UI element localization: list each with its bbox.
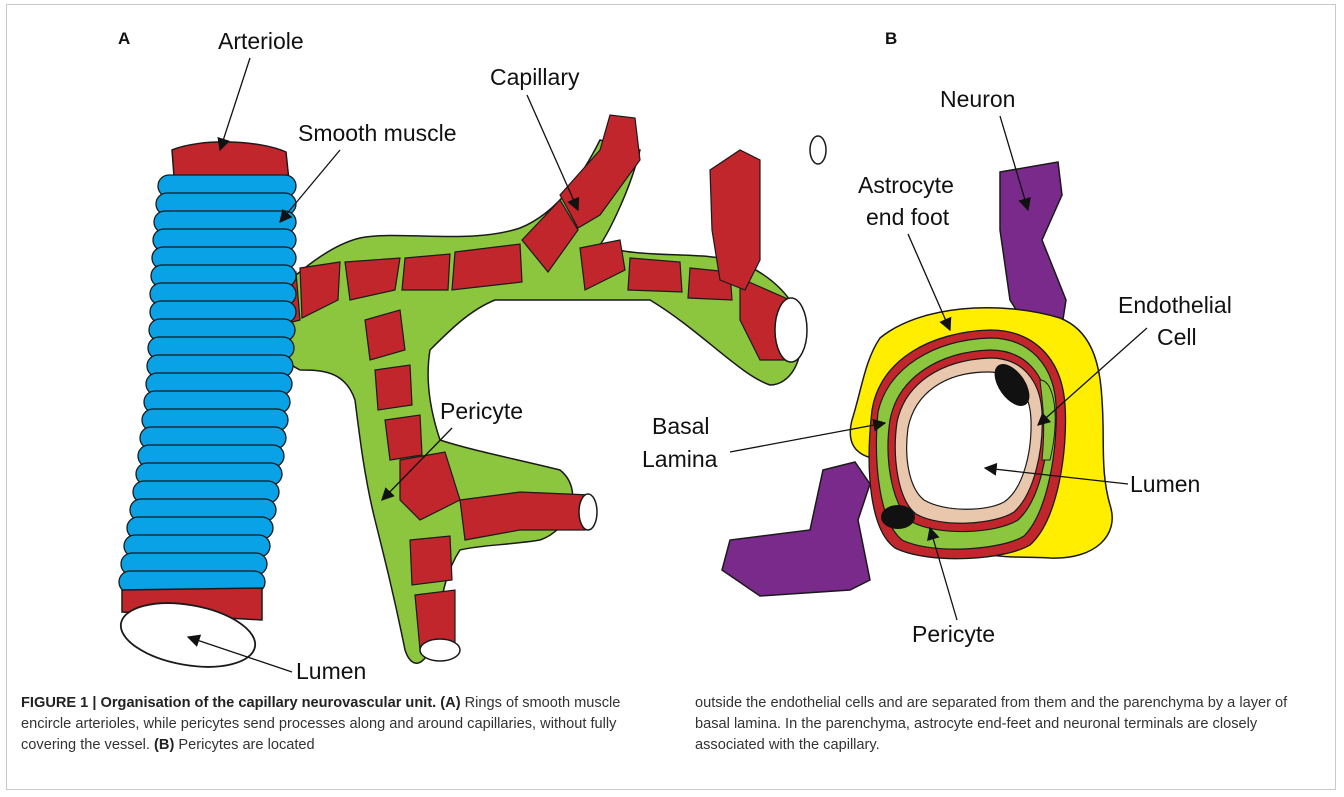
arteriole [116,142,296,676]
caption-right: outside the endothelial cells and are se… [695,693,1325,756]
caption-b-tag: (B) [154,737,174,753]
label-basal-line2: Lamina [642,446,718,472]
panel-b-letter: B [885,29,897,48]
label-smooth-muscle: Smooth muscle [298,120,457,146]
label-endothelial-line1: Endothelial [1118,292,1232,318]
label-neuron: Neuron [940,86,1015,112]
neuron-terminal-top [1000,162,1066,332]
capillary-cross-section [869,330,1065,559]
neuron-terminal-bottom [722,462,870,596]
label-endothelial-line2: Cell [1157,324,1197,350]
label-basal-line1: Basal [652,413,710,439]
label-pericyte-a: Pericyte [440,398,523,424]
label-lumen-a: Lumen [296,658,366,684]
label-pericyte-b: Pericyte [912,621,995,647]
label-astrocyte-line2: end foot [866,204,950,230]
caption-b-text-left: Pericytes are located [178,737,314,753]
label-arteriole: Arteriole [218,28,304,54]
caption-a-tag: (A) [440,695,460,711]
panel-a-letter: A [118,29,130,48]
caption-left: FIGURE 1 | Organisation of the capillary… [21,693,646,756]
caption-b-text-right: outside the endothelial cells and are se… [695,693,1325,756]
label-astrocyte-line1: Astrocyte [858,172,954,198]
figure-label: FIGURE 1 | Organisation of the capillary… [21,695,436,711]
figure-illustration: A B [0,0,1344,690]
label-lumen-b: Lumen [1130,471,1200,497]
label-capillary: Capillary [490,64,580,90]
